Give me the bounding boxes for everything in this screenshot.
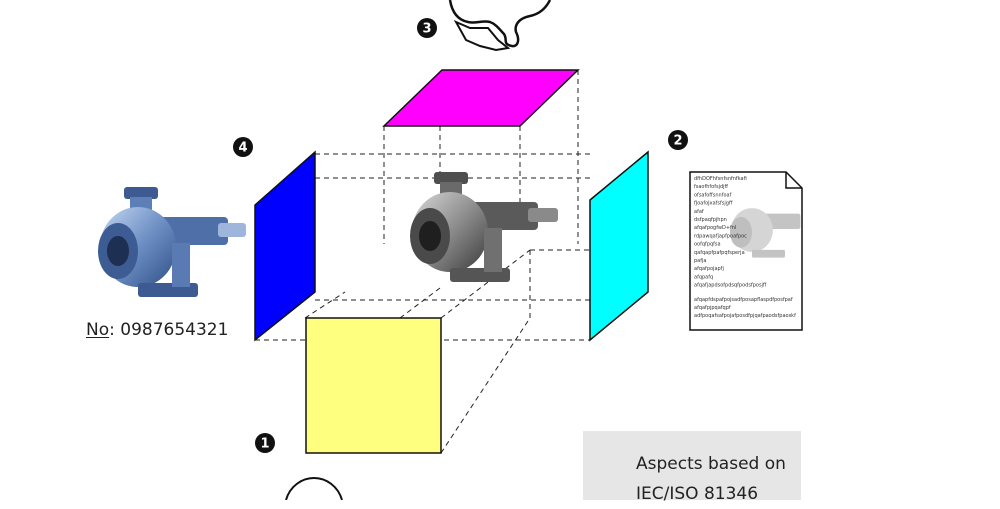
document-line: ofsafoffsnnfoaf: [694, 192, 732, 198]
svg-text:1: 1: [260, 437, 269, 452]
partial-circle-bottom: [285, 476, 343, 500]
document-icon: dfhDOFhfsnfsnfnfkafi fsaofhfofsjdjff ofsaf…: [689, 171, 803, 331]
svg-text:2: 2: [673, 134, 682, 149]
function-aspect-face: [305, 317, 442, 454]
document-line: dfhDOFhfsnfsnfnfkafi: [694, 176, 747, 182]
document-line: rdpawqafjapfpoafpoc: [694, 233, 747, 239]
location-map-outline: [448, 0, 552, 48]
aspects-line-1: Aspects based on: [636, 454, 786, 474]
pump-image-center: [410, 172, 558, 282]
part-number-value: 0987654321: [120, 320, 229, 340]
document-line: afqafpogfwD+fnl: [694, 225, 736, 231]
document-line: afqapfdspafpojsadfposapflaspdfposfpaf: [694, 297, 793, 303]
pump-image-left: [98, 187, 246, 297]
document-line: dsfpaqfpjhpn: [694, 217, 727, 223]
document-line: afqafjapdsofpdsqfpodsfposjff: [694, 283, 767, 289]
document-line: adfpoqafsafpojafposdfpjqafpaodsfpaoskf: [694, 313, 796, 319]
part-number-prefix: No: [86, 320, 110, 340]
document-line: qafqapfpafpqfsperja: [694, 250, 745, 256]
location-aspect-face: [382, 69, 580, 127]
product-aspect-face: [589, 150, 649, 342]
document-line: fJoafoJxafsfsjgff: [694, 201, 733, 207]
aspects-line-2: IEC/ISO 81346: [636, 484, 759, 504]
document-line: afqpafq: [694, 274, 713, 280]
marker-3: 3: [417, 18, 437, 38]
svg-text:3: 3: [422, 22, 431, 37]
part-number-label: No: 0987654321: [86, 320, 228, 340]
marker-1: 1: [255, 433, 275, 453]
marker-4: 4: [233, 137, 253, 157]
svg-text:4: 4: [238, 141, 247, 156]
part-number-separator: :: [109, 320, 121, 340]
marker-2: 2: [668, 130, 688, 150]
document-line: afqafpjpqafqpf: [694, 305, 731, 311]
aspects-info-box: [583, 431, 801, 500]
aspects-info-text: Aspects based on IEC/ISO 81346: [636, 449, 786, 509]
document-line: fsaofhfofsjdjff: [694, 184, 729, 190]
document-line: afaf: [694, 209, 704, 215]
type-aspect-face: [254, 150, 316, 342]
document-line: pafja: [694, 258, 706, 264]
document-line: afqafpojapfj: [694, 266, 724, 272]
location-map-inner: [453, 19, 511, 52]
document-line: oofqfpqfsa: [694, 242, 721, 248]
